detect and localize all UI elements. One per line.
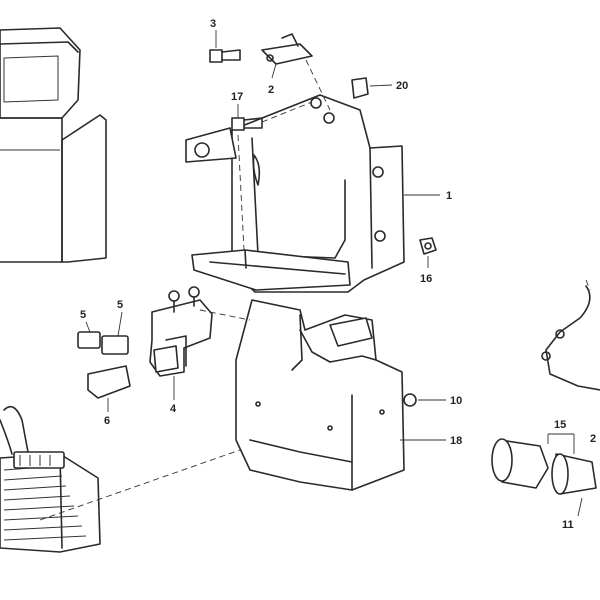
leader-lines — [85, 30, 583, 517]
hardware — [209, 33, 437, 407]
callout-5a: 5 — [80, 309, 86, 321]
callout-18: 18 — [450, 435, 462, 447]
assembly-lines — [39, 59, 591, 521]
relays — [77, 331, 131, 399]
callout-10: 10 — [450, 395, 462, 407]
main-bracket — [185, 94, 405, 293]
callout-2: 2 — [268, 84, 274, 96]
callouts: 1 2 2 3 4 5 5 6 10 11 15 16 17 18 20 — [80, 18, 596, 531]
right-components — [491, 285, 600, 495]
callout-2-right: 2 — [590, 433, 596, 445]
callout-1: 1 — [446, 190, 452, 202]
callout-3: 3 — [210, 18, 216, 30]
callout-15: 15 — [554, 419, 566, 431]
callout-11: 11 — [562, 519, 574, 531]
callout-4: 4 — [170, 403, 177, 415]
callout-17: 17 — [231, 91, 243, 103]
callout-5b: 5 — [117, 299, 123, 311]
voltage-regulator — [0, 405, 101, 553]
mounting-plate — [235, 299, 405, 491]
battery-box — [0, 27, 107, 263]
callout-16: 16 — [420, 273, 432, 285]
callout-20: 20 — [396, 80, 408, 92]
callout-6: 6 — [104, 415, 110, 427]
connector-bracket — [149, 286, 213, 377]
